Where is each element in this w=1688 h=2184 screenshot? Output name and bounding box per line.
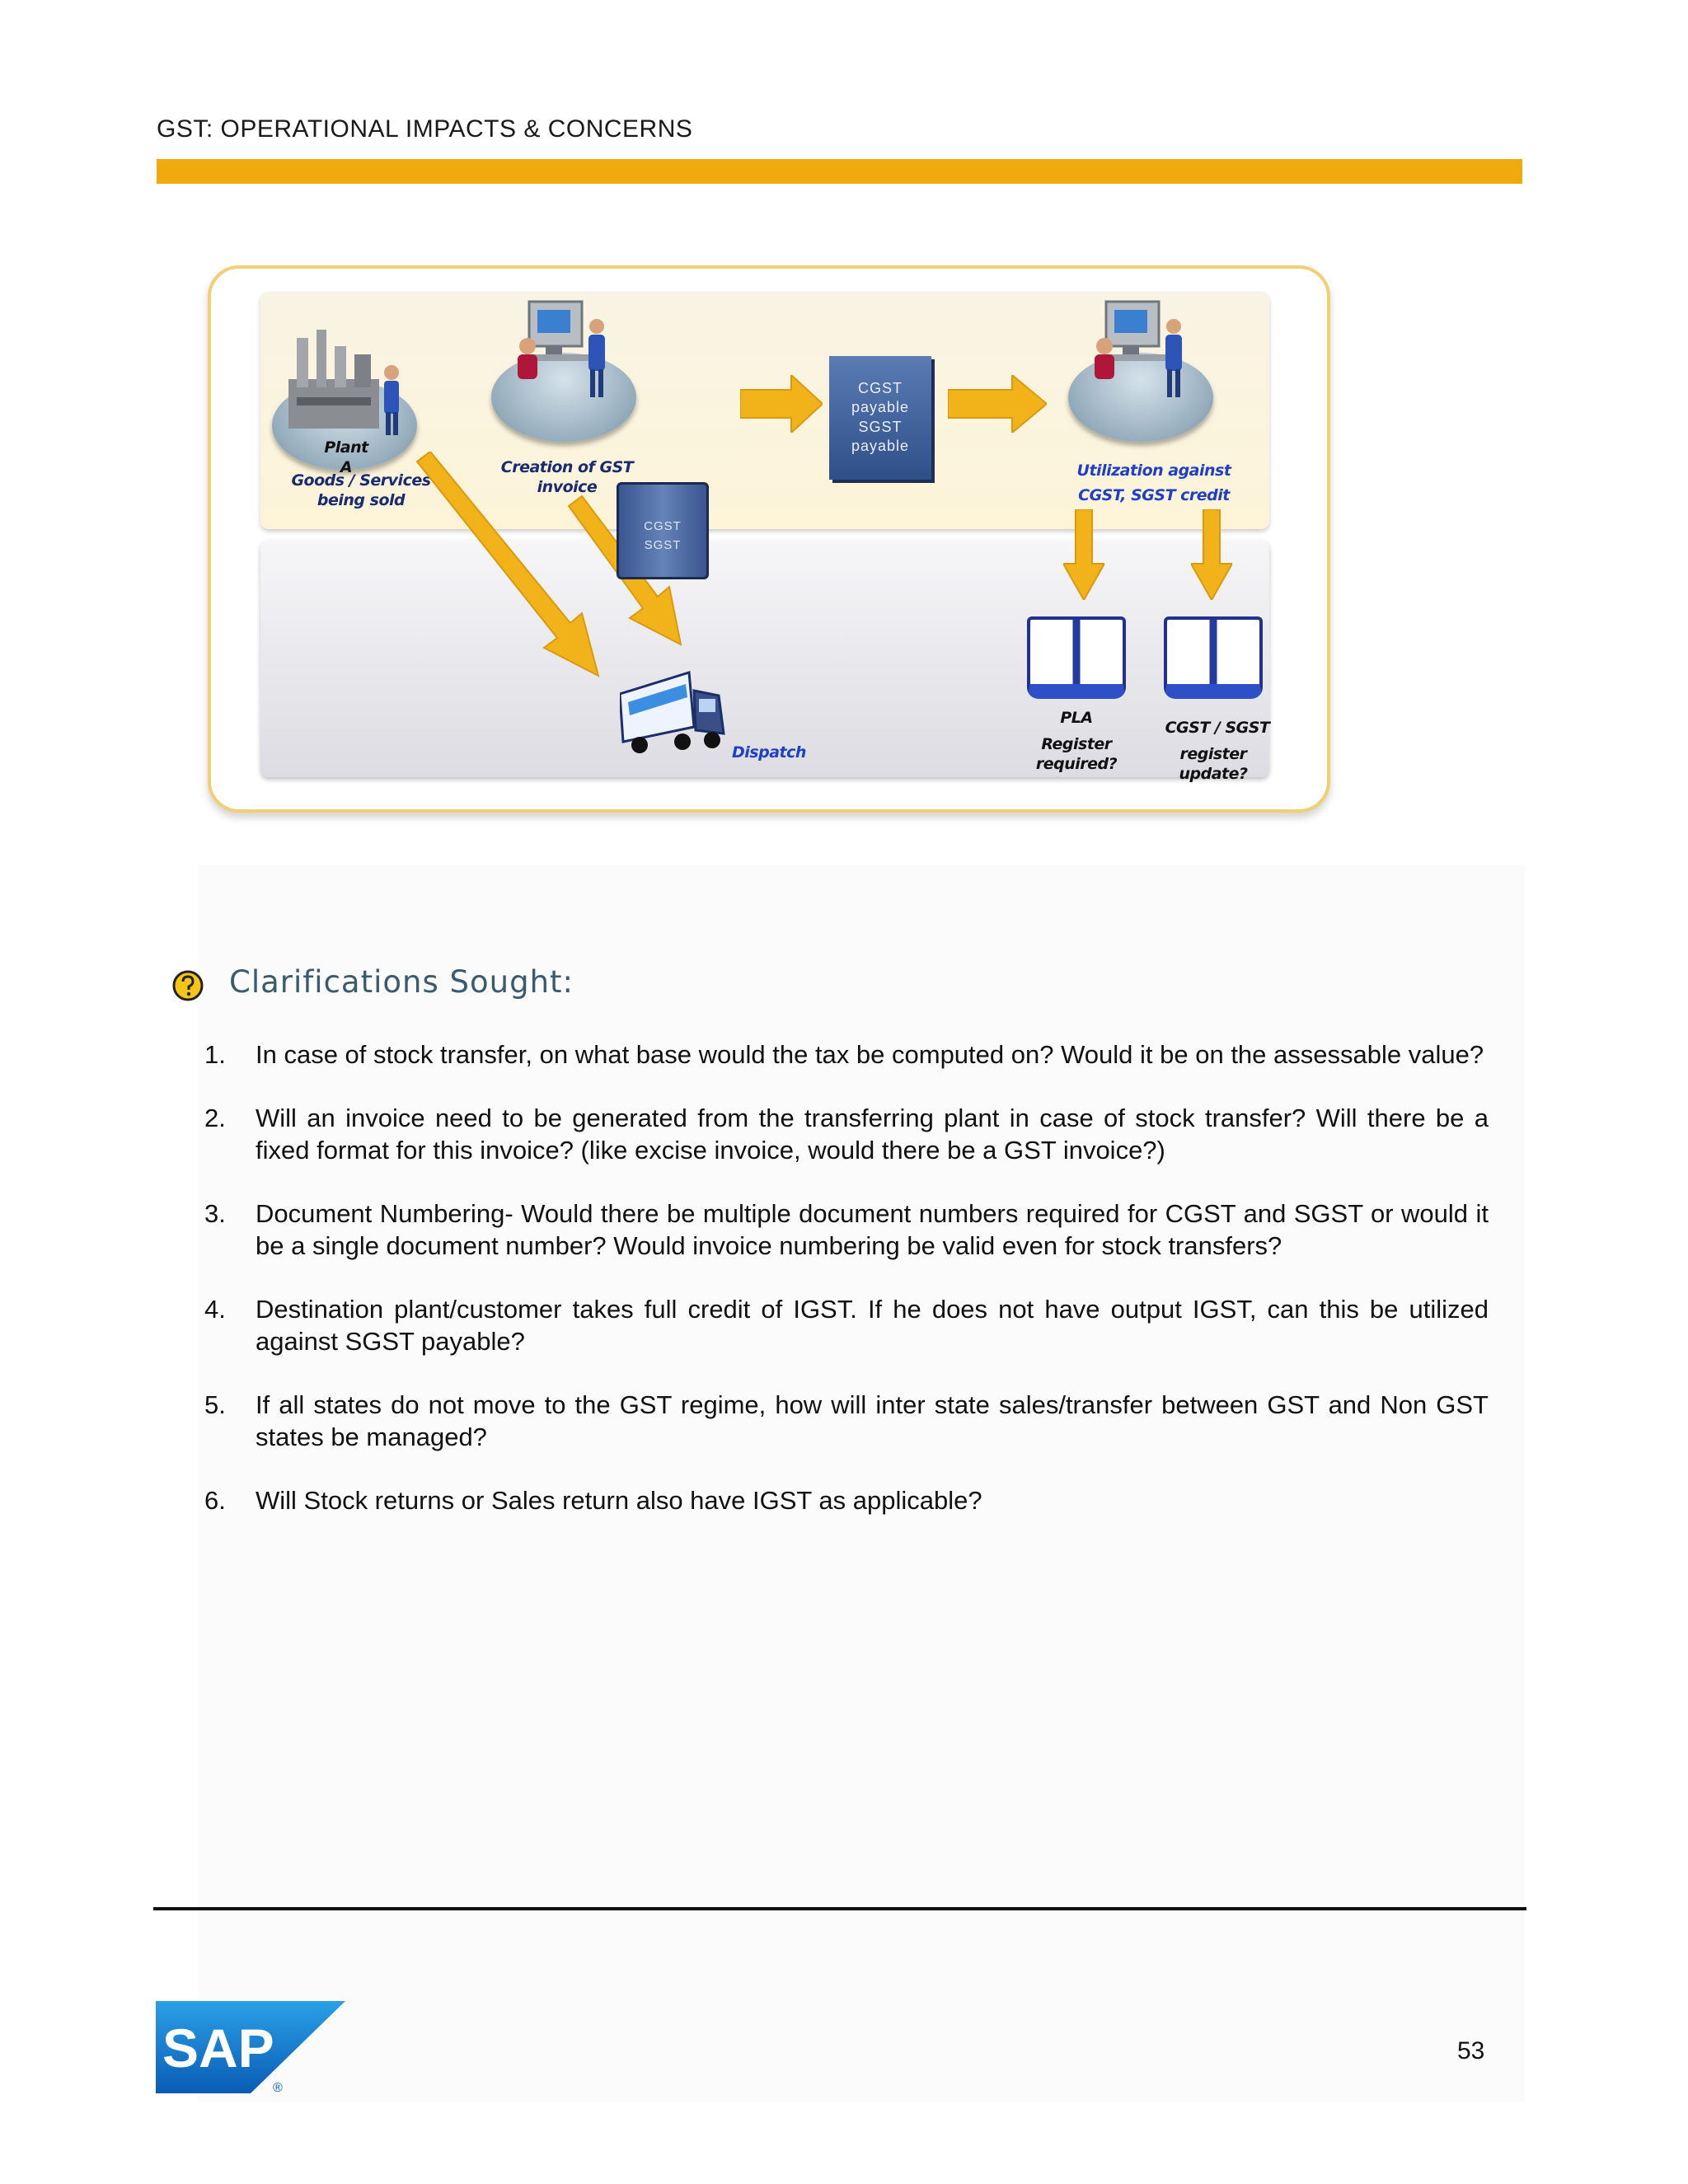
scroll-line: CGST: [644, 519, 682, 533]
utilization-caption: Utilization against: [1076, 462, 1231, 480]
workstation-icon: [1095, 300, 1182, 397]
list-text: Will Stock returns or Sales return also …: [256, 1486, 982, 1515]
payable-line: SGST: [858, 418, 903, 435]
workstation-icon: [518, 300, 605, 397]
question-help-icon: [172, 970, 204, 1001]
clarifications-heading: Clarifications Sought:: [229, 964, 574, 1000]
payable-line: payable: [851, 438, 910, 455]
utilization-disc: [1068, 353, 1213, 442]
list-number: 5.: [204, 1390, 226, 1419]
list-item: 1. In case of stock transfer, on what bas…: [204, 1038, 1489, 1071]
list-text: If all states do not move to the GST reg…: [256, 1390, 1489, 1451]
arrow-right-icon: [948, 375, 1047, 433]
arrow-down-right-icon: [415, 452, 600, 677]
list-item: 6. Will Stock returns or Sales return als…: [204, 1484, 1489, 1516]
factory-icon: [288, 330, 399, 435]
page-header-title: GST: OPERATIONAL IMPACTS & CONCERNS: [157, 115, 693, 143]
gst-register-book-icon: [1164, 616, 1263, 699]
list-text: In case of stock transfer, on what base …: [256, 1040, 1484, 1069]
page-number: 53: [1457, 2037, 1485, 2064]
clarifications-list: 1. In case of stock transfer, on what bas…: [204, 1038, 1489, 1548]
pla-caption: Register required?: [1035, 735, 1118, 773]
sap-logo-text: SAP: [162, 2018, 274, 2079]
list-item: 5. If all states do not move to the GST r…: [204, 1389, 1489, 1453]
invoice-caption: Creation of GST invoice: [500, 458, 634, 496]
list-text: Document Numbering- Would there be multi…: [256, 1199, 1489, 1260]
pla-register-book-icon: [1027, 616, 1126, 699]
list-item: 3. Document Numbering- Would there be mul…: [204, 1197, 1489, 1262]
list-number: 2.: [204, 1104, 226, 1132]
list-item: 4. Destination plant/customer takes full …: [204, 1293, 1489, 1357]
sap-logo: SAP ®: [156, 2001, 345, 2093]
header-accent-bar: [157, 159, 1522, 184]
dispatch-truck-icon: [620, 671, 725, 753]
arrow-right-icon: [740, 375, 823, 433]
list-item: 2. Will an invoice need to be generated f…: [204, 1102, 1489, 1166]
arrow-down-icon: [1191, 509, 1232, 600]
list-number: 4.: [204, 1295, 226, 1324]
tax-scroll: CGST SGST: [617, 482, 709, 579]
goods-caption: Goods / Services being sold: [291, 471, 431, 509]
register-caption: register update?: [1179, 745, 1248, 783]
registered-mark: ®: [273, 2081, 283, 2093]
utilization-caption: CGST, SGST credit: [1078, 486, 1230, 504]
list-text: Will an invoice need to be generated fro…: [256, 1104, 1489, 1165]
register-caption: CGST / SGST: [1165, 719, 1270, 737]
arrow-down-icon: [1063, 509, 1104, 600]
tax-payable-document: CGST payable SGST payable: [829, 356, 931, 480]
list-number: 3.: [204, 1199, 226, 1228]
list-number: 6.: [204, 1486, 226, 1515]
pla-caption: PLA: [1060, 709, 1093, 727]
payable-line: payable: [851, 399, 910, 416]
invoice-disc: [491, 353, 636, 442]
footer-rule: [153, 1907, 1526, 1910]
list-number: 1.: [204, 1040, 226, 1069]
payable-line: CGST: [857, 380, 903, 396]
dispatch-caption: Dispatch: [732, 743, 806, 762]
page-background-shade: [198, 865, 1525, 2102]
plant-caption: Plant A: [324, 438, 368, 476]
list-text: Destination plant/customer takes full cr…: [256, 1295, 1489, 1356]
scroll-line: SGST: [644, 537, 682, 552]
